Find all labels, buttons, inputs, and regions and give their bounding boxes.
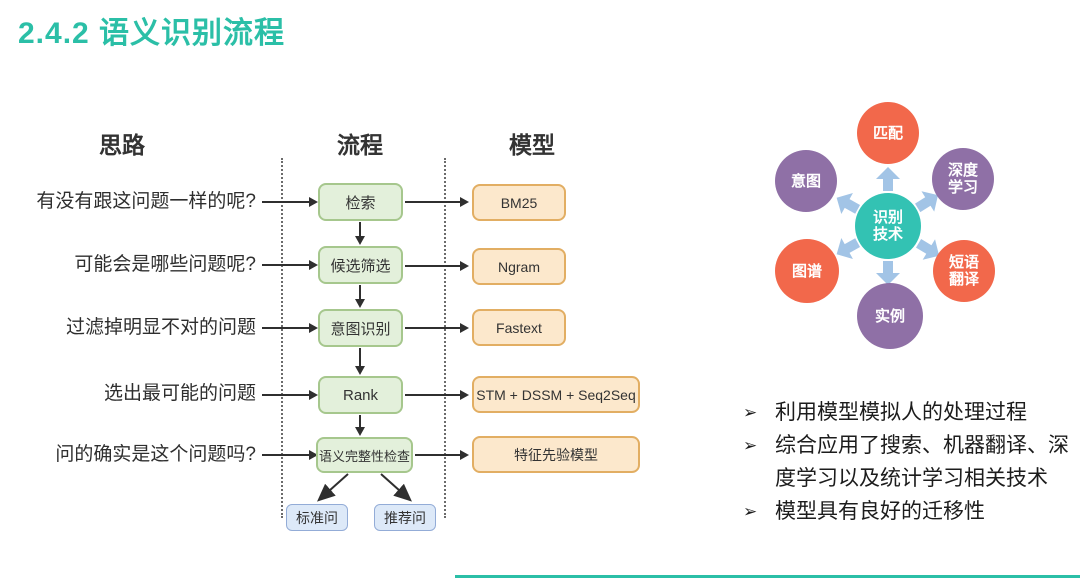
bullet-item: ➢ 综合应用了搜索、机器翻译、深度学习以及统计学习相关技术 [743,429,1079,495]
hub-node-intent: 意图 [775,150,837,212]
hub-node-match: 匹配 [857,102,919,164]
flow-step-box: Rank [318,376,403,414]
hub-node-phrase-translation: 短语 翻译 [933,240,995,302]
flow-step-box: 候选筛选 [318,246,403,284]
arrow-connector [415,450,469,460]
hub-node-graph: 图谱 [775,239,839,303]
bullet-text: 综合应用了搜索、机器翻译、深度学习以及统计学习相关技术 [775,433,1069,490]
summary-bullet-list: ➢ 利用模型模拟人的处理过程 ➢ 综合应用了搜索、机器翻译、深度学习以及统计学习… [743,396,1079,528]
arrow-connector [355,285,365,308]
arrow-connector [262,197,318,207]
flow-step-box: 意图识别 [318,309,403,347]
hub-center-node: 识别 技术 [855,193,921,259]
flow-question: 过滤掉明显不对的问题 [65,317,256,338]
dashed-separator-left [281,158,283,518]
bullet-text: 利用模型模拟人的处理过程 [775,400,1027,424]
dashed-separator-right [444,158,446,518]
bullet-item: ➢ 利用模型模拟人的处理过程 [743,396,1079,429]
page-title: 2.4.2 语义识别流程 [18,17,286,50]
footer-accent-line [455,575,1080,578]
model-box: Ngram [472,248,566,285]
output-box-recommended-question: 推荐问 [374,504,436,531]
arrow-connector [355,415,365,436]
arrow-connector [355,348,365,375]
arrow-connector [262,390,318,400]
arrow-connector [262,260,318,270]
model-box: 特征先验模型 [472,436,640,473]
bullet-marker-icon: ➢ [743,403,758,422]
arrow-connector [262,323,318,333]
flow-step-box: 检索 [318,183,403,221]
arrow-connector [405,261,469,271]
arrow-connector [317,473,412,502]
arrow-connector [405,197,469,207]
model-box: BM25 [472,184,566,221]
column-header-idea: 思路 [99,132,145,158]
bullet-marker-icon: ➢ [743,502,758,521]
flow-question: 问的确实是这个问题吗? [55,444,256,465]
flow-question: 可能会是哪些问题呢? [74,254,256,275]
hub-node-deep-learning: 深度 学习 [932,148,994,210]
arrow-connector [262,450,318,460]
output-box-standard-question: 标准问 [286,504,348,531]
bullet-marker-icon: ➢ [743,436,758,455]
model-box: Fastext [472,309,566,346]
arrow-connector [355,222,365,245]
bullet-item: ➢ 模型具有良好的迁移性 [743,495,1079,528]
flow-question: 选出最可能的问题 [103,383,256,404]
model-box: STM + DSSM + Seq2Seq [472,376,640,413]
hub-node-instance: 实例 [857,283,923,349]
arrow-connector [405,390,469,400]
column-header-process: 流程 [337,132,383,158]
column-header-model: 模型 [509,132,555,158]
flow-question: 有没有跟这问题一样的呢? [36,191,256,212]
recognition-technology-hub-diagram: 识别 技术 匹配 深度 学习 短语 翻译 实例 图谱 意图 [760,90,1080,358]
flow-step-box: 语义完整性检查 [316,437,413,473]
arrow-connector [405,323,469,333]
bullet-text: 模型具有良好的迁移性 [775,499,985,523]
